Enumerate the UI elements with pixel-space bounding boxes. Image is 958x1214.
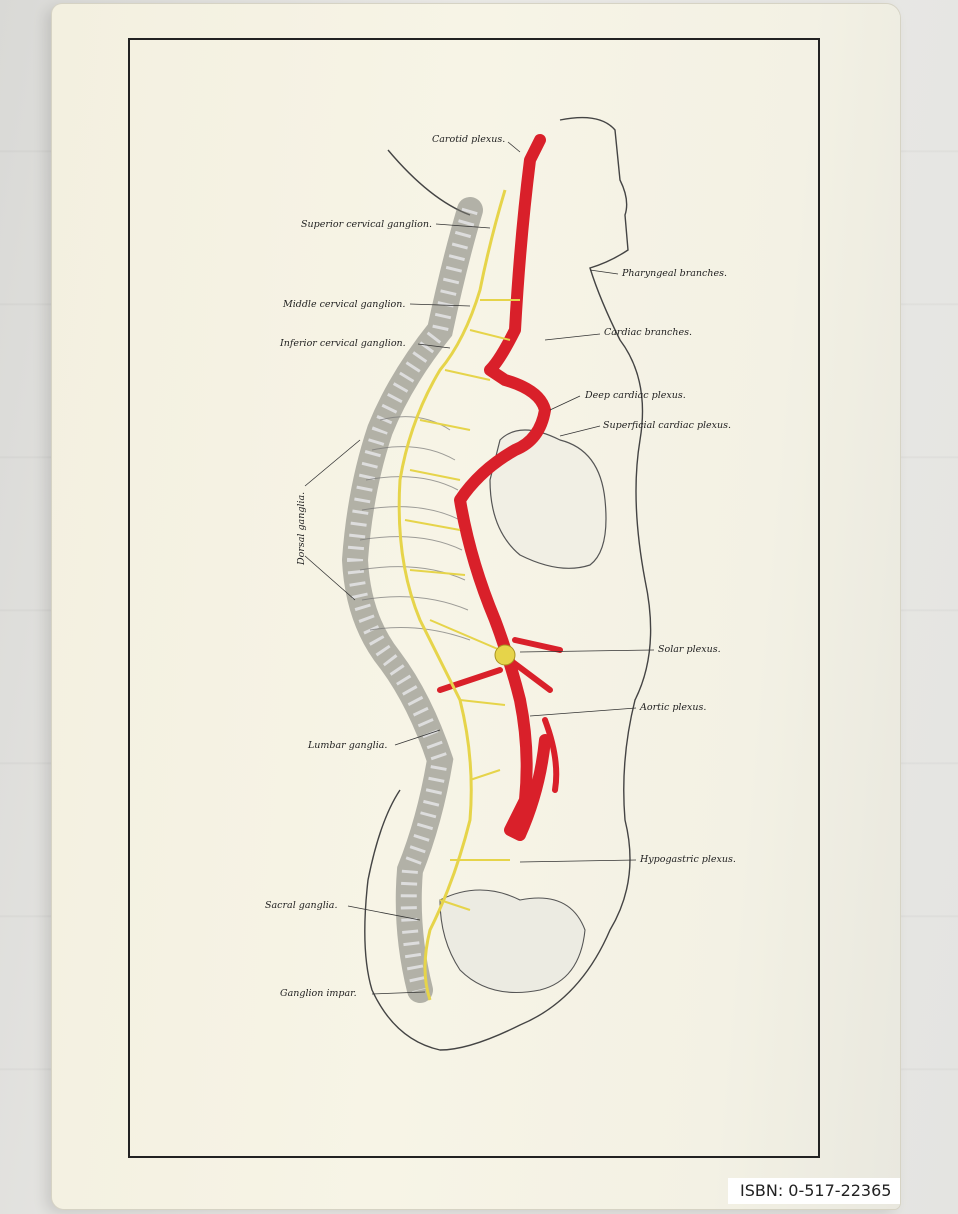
label-deep-cardiac-plexus: Deep cardiac plexus. (585, 390, 686, 401)
cover-frame (128, 38, 820, 1158)
label-aortic-plexus: Aortic plexus. (640, 702, 707, 713)
label-superior-cervical-ganglion: Superior cervical ganglion. (301, 219, 433, 230)
label-carotid-plexus: Carotid plexus. (432, 134, 506, 145)
label-hypogastric-plexus: Hypogastric plexus. (640, 854, 736, 865)
label-solar-plexus: Solar plexus. (658, 644, 721, 655)
artery (454, 134, 551, 841)
spine (341, 197, 483, 1003)
label-middle-cervical-ganglion: Middle cervical ganglion. (283, 299, 406, 310)
heart (489, 429, 607, 569)
label-sacral-ganglia: Sacral ganglia. (265, 900, 338, 911)
label-ganglion-impar: Ganglion impar. (280, 988, 357, 999)
isbn-sticker: ISBN: 0-517-22365 (728, 1178, 900, 1204)
label-pharyngeal-branches: Pharyngeal branches. (622, 268, 727, 279)
leader-lines (304, 141, 655, 995)
label-superficial-cardiac-plexus: Superficial cardiac plexus. (603, 420, 732, 431)
ribs (359, 416, 471, 641)
label-inferior-cervical-ganglion: Inferior cervical ganglion. (280, 338, 406, 349)
label-cardiac-branches: Cardiac branches. (604, 327, 692, 338)
pelvic-organs (439, 889, 586, 993)
solar-plexus-node (494, 644, 516, 666)
label-lumbar-ganglia: Lumbar ganglia. (308, 740, 388, 751)
sympathetic-chain (397, 189, 507, 1001)
label-dorsal-ganglia: Dorsal ganglia. (296, 491, 307, 565)
